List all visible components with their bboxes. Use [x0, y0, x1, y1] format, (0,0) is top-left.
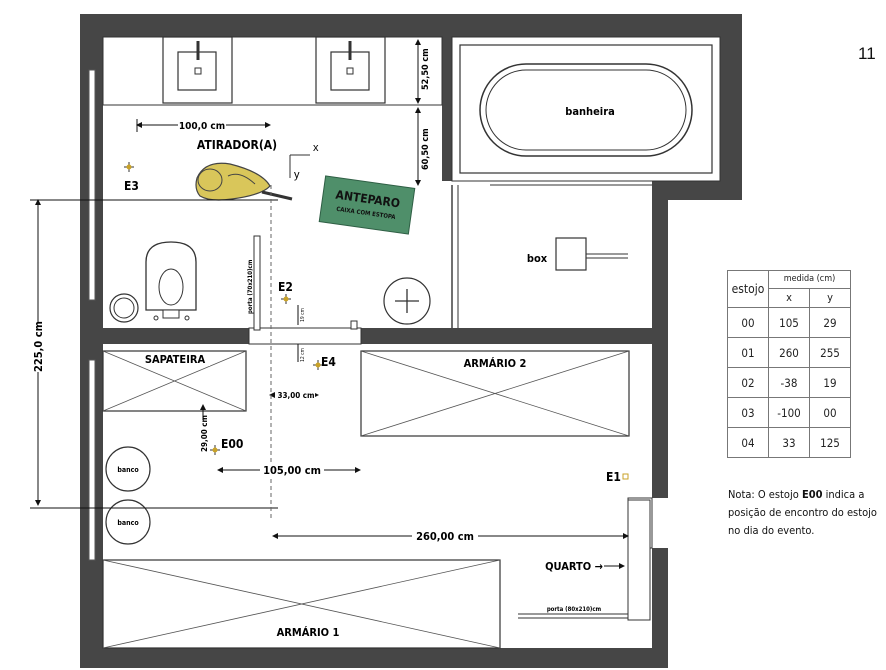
axis-x-label: x — [313, 142, 319, 154]
marker-e3: E3 — [124, 162, 139, 193]
sink-counter — [102, 36, 443, 106]
note-prefix: Nota: O estojo — [728, 488, 802, 501]
shower-box: box — [451, 185, 628, 328]
marker-e1: E1 — [606, 470, 629, 484]
cell-y: 255 — [809, 337, 851, 368]
marker-e00-label: E00 — [221, 437, 243, 451]
dim-19: 19 cm — [300, 308, 306, 322]
table-row: 02 -38 19 — [727, 367, 851, 398]
cell-x: -100 — [768, 397, 810, 428]
door-small-label: porta (70x210)cm — [247, 259, 254, 314]
walls — [80, 14, 742, 668]
cell-estojo: 04 — [727, 427, 769, 458]
benches: banco banco — [105, 446, 151, 545]
cell-y: 00 — [809, 397, 851, 428]
dim-105: 105,00 cm — [263, 464, 321, 477]
table-row: 03 -100 00 — [727, 397, 851, 428]
bench-1-label: banco — [117, 466, 139, 474]
marker-e2: E2 — [278, 280, 293, 304]
header-x: x — [768, 287, 810, 309]
bathtub: banheira — [451, 36, 721, 186]
marker-e00: E00 — [210, 437, 243, 455]
marker-e2-label: E2 — [278, 280, 293, 294]
dimension-labels: 100,0 cm 52,50 cm 60,50 cm 225,0 cm 33,0… — [30, 48, 478, 543]
cell-estojo: 02 — [727, 367, 769, 398]
wardrobe-1-label: ARMÁRIO 1 — [277, 626, 340, 639]
dim-100: 100,0 cm — [179, 121, 225, 132]
header-y: y — [809, 287, 851, 309]
shoe-rack-label: SAPATEIRA — [145, 353, 206, 366]
shower-label: box — [527, 252, 548, 265]
cell-estojo: 00 — [727, 307, 769, 338]
cell-y: 29 — [809, 307, 851, 338]
bathroom-door: porta (70x210)cm — [247, 235, 362, 345]
note-text: Nota: O estojo E00 indica a posição de e… — [728, 486, 886, 540]
wardrobe-2: ARMÁRIO 2 — [360, 350, 630, 437]
table-row: 00 105 29 — [727, 307, 851, 338]
shell-markers: E3 E2 E4 E00 E1 — [124, 162, 629, 484]
cell-x: -38 — [768, 367, 810, 398]
door-bedroom-label: porta (80x210)cm — [547, 606, 602, 613]
axis-y-label: y — [294, 169, 300, 181]
note-highlight: E00 — [801, 488, 823, 501]
bench-2-label: banco — [117, 519, 139, 527]
dim-260: 260,00 cm — [416, 530, 474, 543]
note-suffix: indica a posição de encontro do estojo n… — [728, 488, 877, 537]
cell-estojo: 03 — [727, 397, 769, 428]
bedroom-door: porta (80x210)cm QUARTO → — [518, 497, 653, 621]
floor-drain — [383, 277, 431, 325]
table-row: 01 260 255 — [727, 337, 851, 368]
shooter-figure: ATIRADOR(A) — [195, 138, 293, 201]
marker-e3-label: E3 — [124, 179, 139, 193]
dim-225: 225,0 cm — [32, 321, 45, 372]
cell-x: 105 — [768, 307, 810, 338]
screen-box: ANTEPARO CAIXA COM ESTOPA — [318, 175, 416, 235]
header-medida: medida (cm) — [768, 270, 851, 289]
bedroom-label: QUARTO → — [545, 560, 603, 573]
page-number: 11 — [858, 44, 876, 63]
cell-y: 19 — [809, 367, 851, 398]
dim-29: 29,00 cm — [200, 415, 209, 452]
dim-33: 33,00 cm — [277, 391, 314, 400]
marker-e4: E4 — [313, 355, 336, 370]
cell-y: 125 — [809, 427, 851, 458]
dim-60: 60,50 cm — [421, 128, 431, 170]
wardrobe-1: ARMÁRIO 1 — [102, 559, 501, 649]
axis-indicator: x y — [289, 142, 319, 181]
marker-e4-label: E4 — [321, 355, 336, 369]
wardrobe-2-label: ARMÁRIO 2 — [464, 357, 527, 370]
table-row: 04 33 125 — [727, 427, 851, 458]
shoe-rack: SAPATEIRA — [102, 350, 247, 412]
cell-x: 260 — [768, 337, 810, 368]
cell-x: 33 — [768, 427, 810, 458]
dim-12: 12 cm — [300, 348, 306, 362]
dim-52: 52,50 cm — [421, 48, 431, 90]
cell-estojo: 01 — [727, 337, 769, 368]
toilet — [109, 241, 197, 323]
shooter-label: ATIRADOR(A) — [197, 138, 277, 152]
header-estojo: estojo — [727, 270, 769, 308]
shell-coordinates-table: estojo medida (cm) x y 00 105 29 01 260 … — [727, 270, 867, 458]
bathtub-label: banheira — [565, 105, 615, 118]
marker-e1-label: E1 — [606, 470, 621, 484]
